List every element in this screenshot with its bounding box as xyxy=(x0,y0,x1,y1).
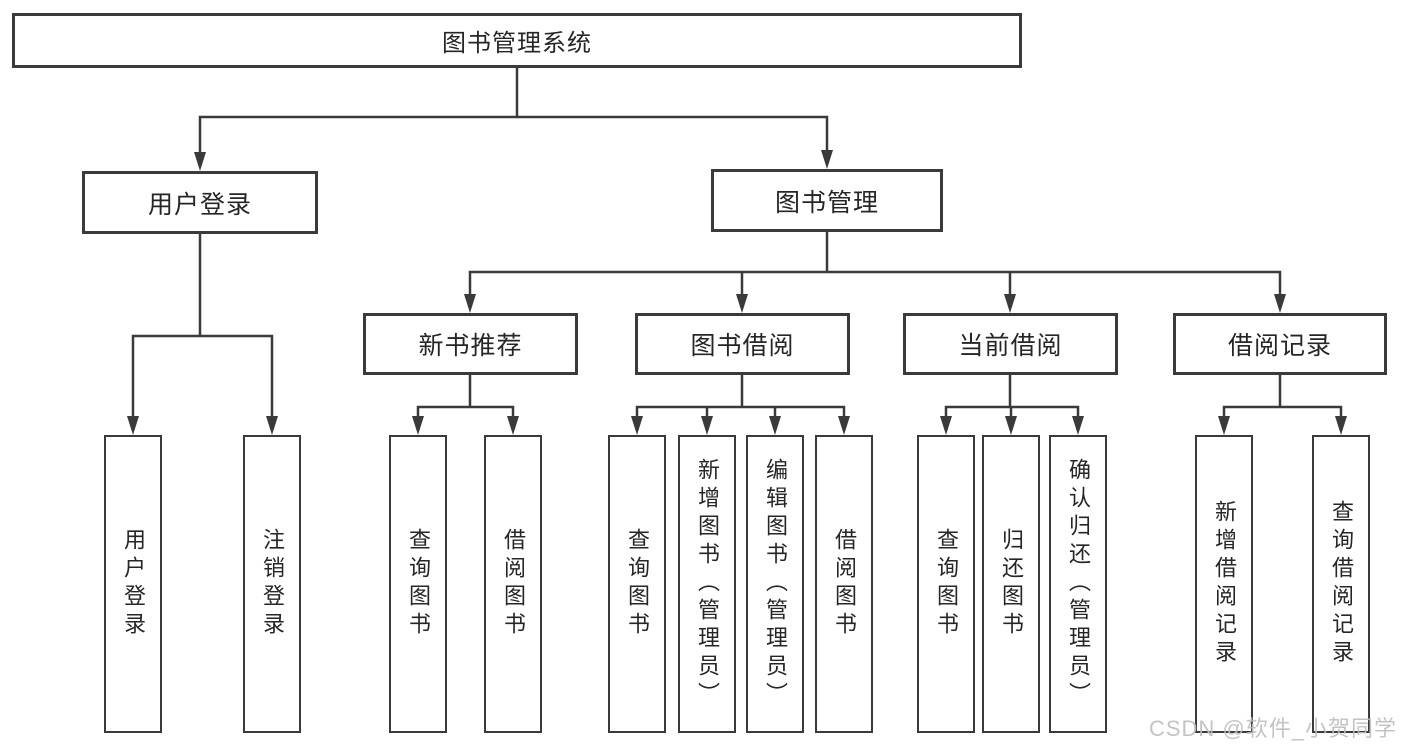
leaf-confirm-return-admin: 确认归还（管理员） xyxy=(1049,435,1107,733)
node-current-borrow: 当前借阅 xyxy=(903,313,1118,375)
csdn-watermark: CSDN @软件_小贺同学 xyxy=(1148,716,1397,741)
leaf-current-query-books: 查询图书 xyxy=(917,435,975,733)
node-label: 新书推荐 xyxy=(418,332,523,360)
node-book-borrow: 图书借阅 xyxy=(635,313,850,375)
leaf-label: 查询图书 xyxy=(934,528,959,640)
leaf-label: 借阅图书 xyxy=(832,528,857,640)
node-new-book-recommend: 新书推荐 xyxy=(363,313,578,375)
leaf-label: 查询图书 xyxy=(625,528,650,640)
node-library-management-system: 图书管理系统 xyxy=(12,13,1022,68)
leaf-query-borrow-record: 查询借阅记录 xyxy=(1312,435,1370,733)
leaf-label: 新增借阅记录 xyxy=(1212,500,1237,668)
leaf-borrow-query-books: 查询图书 xyxy=(608,435,666,733)
leaf-label: 新增图书（管理员） xyxy=(695,458,720,710)
leaf-label: 确认归还（管理员） xyxy=(1066,458,1091,710)
leaf-label: 借阅图书 xyxy=(501,528,526,640)
leaf-edit-books-admin: 编辑图书（管理员） xyxy=(746,435,804,733)
node-book-management: 图书管理 xyxy=(711,169,943,232)
node-label: 图书管理 xyxy=(774,188,879,217)
leaf-user-login: 用户登录 xyxy=(104,435,162,733)
leaf-label: 编辑图书（管理员） xyxy=(763,458,788,710)
leaf-return-books: 归还图书 xyxy=(982,435,1040,733)
leaf-label: 查询借阅记录 xyxy=(1329,500,1354,668)
leaf-label: 用户登录 xyxy=(121,528,146,640)
leaf-recommend-query-books: 查询图书 xyxy=(389,435,447,733)
leaf-logout: 注销登录 xyxy=(243,435,301,733)
node-user-login: 用户登录 xyxy=(82,171,318,234)
node-label: 图书管理系统 xyxy=(442,30,592,57)
leaf-add-books-admin: 新增图书（管理员） xyxy=(678,435,736,733)
node-borrow-records: 借阅记录 xyxy=(1173,313,1387,375)
leaf-label: 归还图书 xyxy=(999,528,1024,640)
node-label: 当前借阅 xyxy=(958,332,1063,360)
leaf-recommend-borrow-books: 借阅图书 xyxy=(484,435,542,733)
node-label: 图书借阅 xyxy=(690,332,795,360)
node-label: 借阅记录 xyxy=(1227,332,1332,360)
leaf-label: 查询图书 xyxy=(406,528,431,640)
leaf-label: 注销登录 xyxy=(260,528,285,640)
leaf-borrow-books: 借阅图书 xyxy=(815,435,873,733)
leaf-add-borrow-record: 新增借阅记录 xyxy=(1195,435,1253,733)
node-label: 用户登录 xyxy=(147,190,252,219)
